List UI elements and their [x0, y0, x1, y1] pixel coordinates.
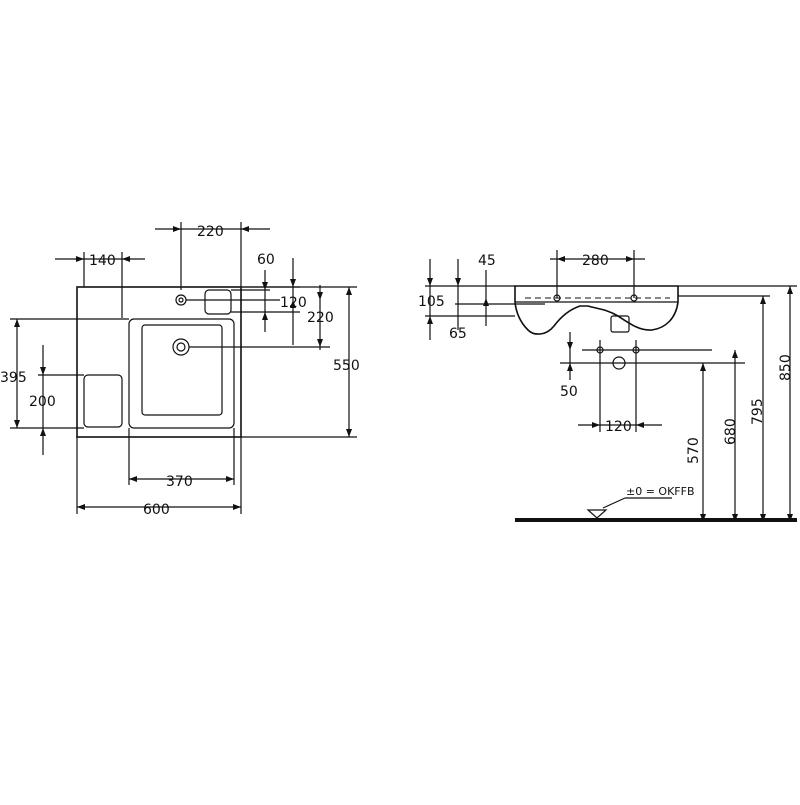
dim-140: 140 [89, 253, 116, 269]
floor-label: ±0 = OKFFB [626, 485, 695, 498]
tap-hole-icon [175, 294, 187, 306]
dim-280: 280 [582, 253, 609, 269]
floor-line [515, 518, 797, 522]
dim-60: 60 [257, 252, 275, 268]
top-view: 220 140 60 120 220 550 [0, 222, 360, 518]
drain-icon [172, 338, 190, 356]
dim-795: 795 [750, 398, 766, 425]
dim-395: 395 [0, 370, 27, 386]
basin-outline [76, 286, 242, 438]
left-shelf [83, 374, 123, 428]
dim-550: 550 [333, 358, 360, 374]
dim-120: 120 [280, 295, 307, 311]
bowl-outer [128, 318, 235, 429]
dim-370: 370 [166, 474, 193, 490]
dim-850: 850 [778, 354, 794, 381]
dim-45: 45 [478, 253, 496, 269]
dim-200: 200 [29, 394, 56, 410]
soap-dish [204, 289, 232, 315]
basin-profile [514, 285, 679, 335]
dim-105: 105 [418, 294, 445, 310]
dim-680: 680 [723, 418, 739, 445]
dim-220-top: 220 [197, 224, 224, 240]
floor-marker-icon [586, 509, 608, 519]
dim-120-side: 120 [605, 419, 632, 435]
dim-570: 570 [686, 437, 702, 464]
trap-piece [610, 315, 630, 333]
dim-600: 600 [143, 502, 170, 518]
side-view: 280 45 105 65 50 120 [418, 250, 797, 522]
dim-50: 50 [560, 384, 578, 400]
bowl-inner [141, 324, 223, 416]
dim-220-right: 220 [307, 310, 334, 326]
dim-65: 65 [449, 326, 467, 342]
